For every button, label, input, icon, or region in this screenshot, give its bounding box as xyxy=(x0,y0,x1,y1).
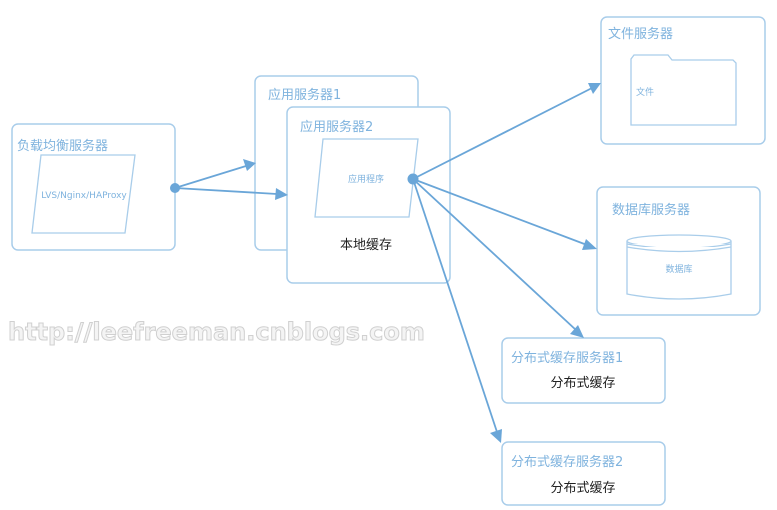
application-label: 应用程序 xyxy=(348,173,384,185)
arrowhead-icon xyxy=(243,159,256,171)
dist-cache-1-content: 分布式缓存 xyxy=(550,376,615,391)
app-server-2-title: 应用服务器2 xyxy=(300,119,373,135)
process-parallelogram xyxy=(31,154,136,234)
arrow-app-to-cache1 xyxy=(412,178,577,331)
folder-label: 文件 xyxy=(636,86,654,98)
arrow-app-to-file xyxy=(412,87,593,180)
db-server-node: 数据库服务器 数据库 xyxy=(596,186,761,316)
connector-dot xyxy=(407,173,419,185)
dist-cache-2-box xyxy=(501,441,666,506)
dist-cache-1-title: 分布式缓存服务器1 xyxy=(511,350,623,366)
db-server-title: 数据库服务器 xyxy=(612,202,690,218)
arrowhead-icon xyxy=(275,188,288,200)
dist-cache-2-content: 分布式缓存 xyxy=(550,481,615,496)
load-balancer-title: 负载均衡服务器 xyxy=(17,138,108,154)
app-server-1-title: 应用服务器1 xyxy=(268,87,341,103)
load-balancer-software: LVS/Nginx/HAProxy xyxy=(41,191,127,201)
file-server-node: 文件服务器 文件 xyxy=(600,16,766,145)
watermark: http://leefreeman.cnblogs.com xyxy=(8,318,425,346)
arrowhead-icon xyxy=(570,325,584,338)
arrow-lb-to-app2 xyxy=(174,187,278,195)
arrowhead-icon xyxy=(490,429,502,443)
dist-cache-1-box xyxy=(501,337,666,404)
local-cache-label: 本地缓存 xyxy=(340,238,392,253)
dist-cache-2-title: 分布式缓存服务器2 xyxy=(511,454,623,470)
app-server-2-node: 应用服务器2 应用程序 本地缓存 xyxy=(286,106,451,284)
dist-cache-1-node: 分布式缓存服务器1 分布式缓存 xyxy=(501,337,666,404)
file-server-title: 文件服务器 xyxy=(608,26,673,42)
connectors xyxy=(170,83,601,443)
arrow-app-to-db xyxy=(412,178,588,246)
arrowhead-icon xyxy=(588,83,601,94)
dist-cache-2-node: 分布式缓存服务器2 分布式缓存 xyxy=(501,441,666,506)
application-parallelogram xyxy=(314,138,419,218)
arrow-app-to-cache2 xyxy=(412,178,498,433)
arrow-lb-to-app1 xyxy=(174,165,247,189)
database-cylinder-icon xyxy=(626,234,732,300)
arrowhead-icon xyxy=(582,239,597,250)
connector-dot xyxy=(170,183,180,193)
folder-icon xyxy=(630,54,737,126)
database-label: 数据库 xyxy=(665,263,692,275)
load-balancer-node: 负载均衡服务器 LVS/Nginx/HAProxy xyxy=(11,123,176,251)
